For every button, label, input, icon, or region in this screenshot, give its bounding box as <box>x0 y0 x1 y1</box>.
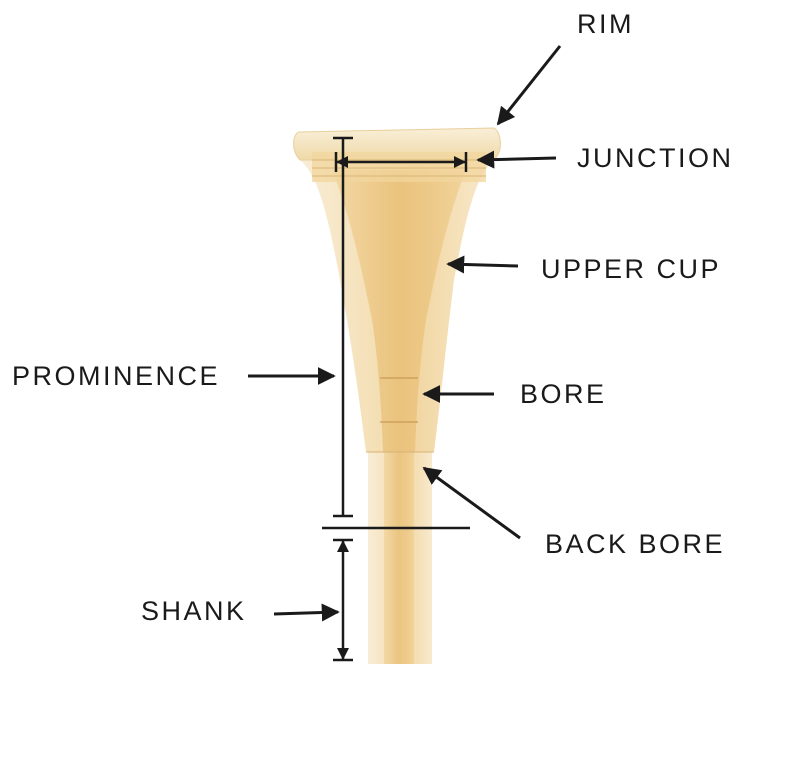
rim-band <box>312 152 486 182</box>
callout-arrows <box>248 45 562 622</box>
junction-arrow <box>476 150 557 169</box>
dimension-lines <box>322 136 470 662</box>
upper-cup-arrow <box>446 255 519 274</box>
shank-arrow <box>273 603 340 622</box>
label-rim: RIM <box>577 9 634 39</box>
label-shank: SHANK <box>141 596 247 626</box>
rim-arrow <box>496 45 562 126</box>
label-upper-cup: UPPER CUP <box>541 254 722 284</box>
label-back-bore: BACK BORE <box>545 529 726 559</box>
backbore-inner <box>384 452 414 664</box>
label-junction: JUNCTION <box>577 143 734 173</box>
mouthpiece-illustration <box>293 127 501 664</box>
label-prominence: PROMINENCE <box>12 361 221 391</box>
label-bore: BORE <box>520 379 607 409</box>
back-bore-arrow <box>422 466 521 540</box>
cup-inner <box>332 170 466 452</box>
